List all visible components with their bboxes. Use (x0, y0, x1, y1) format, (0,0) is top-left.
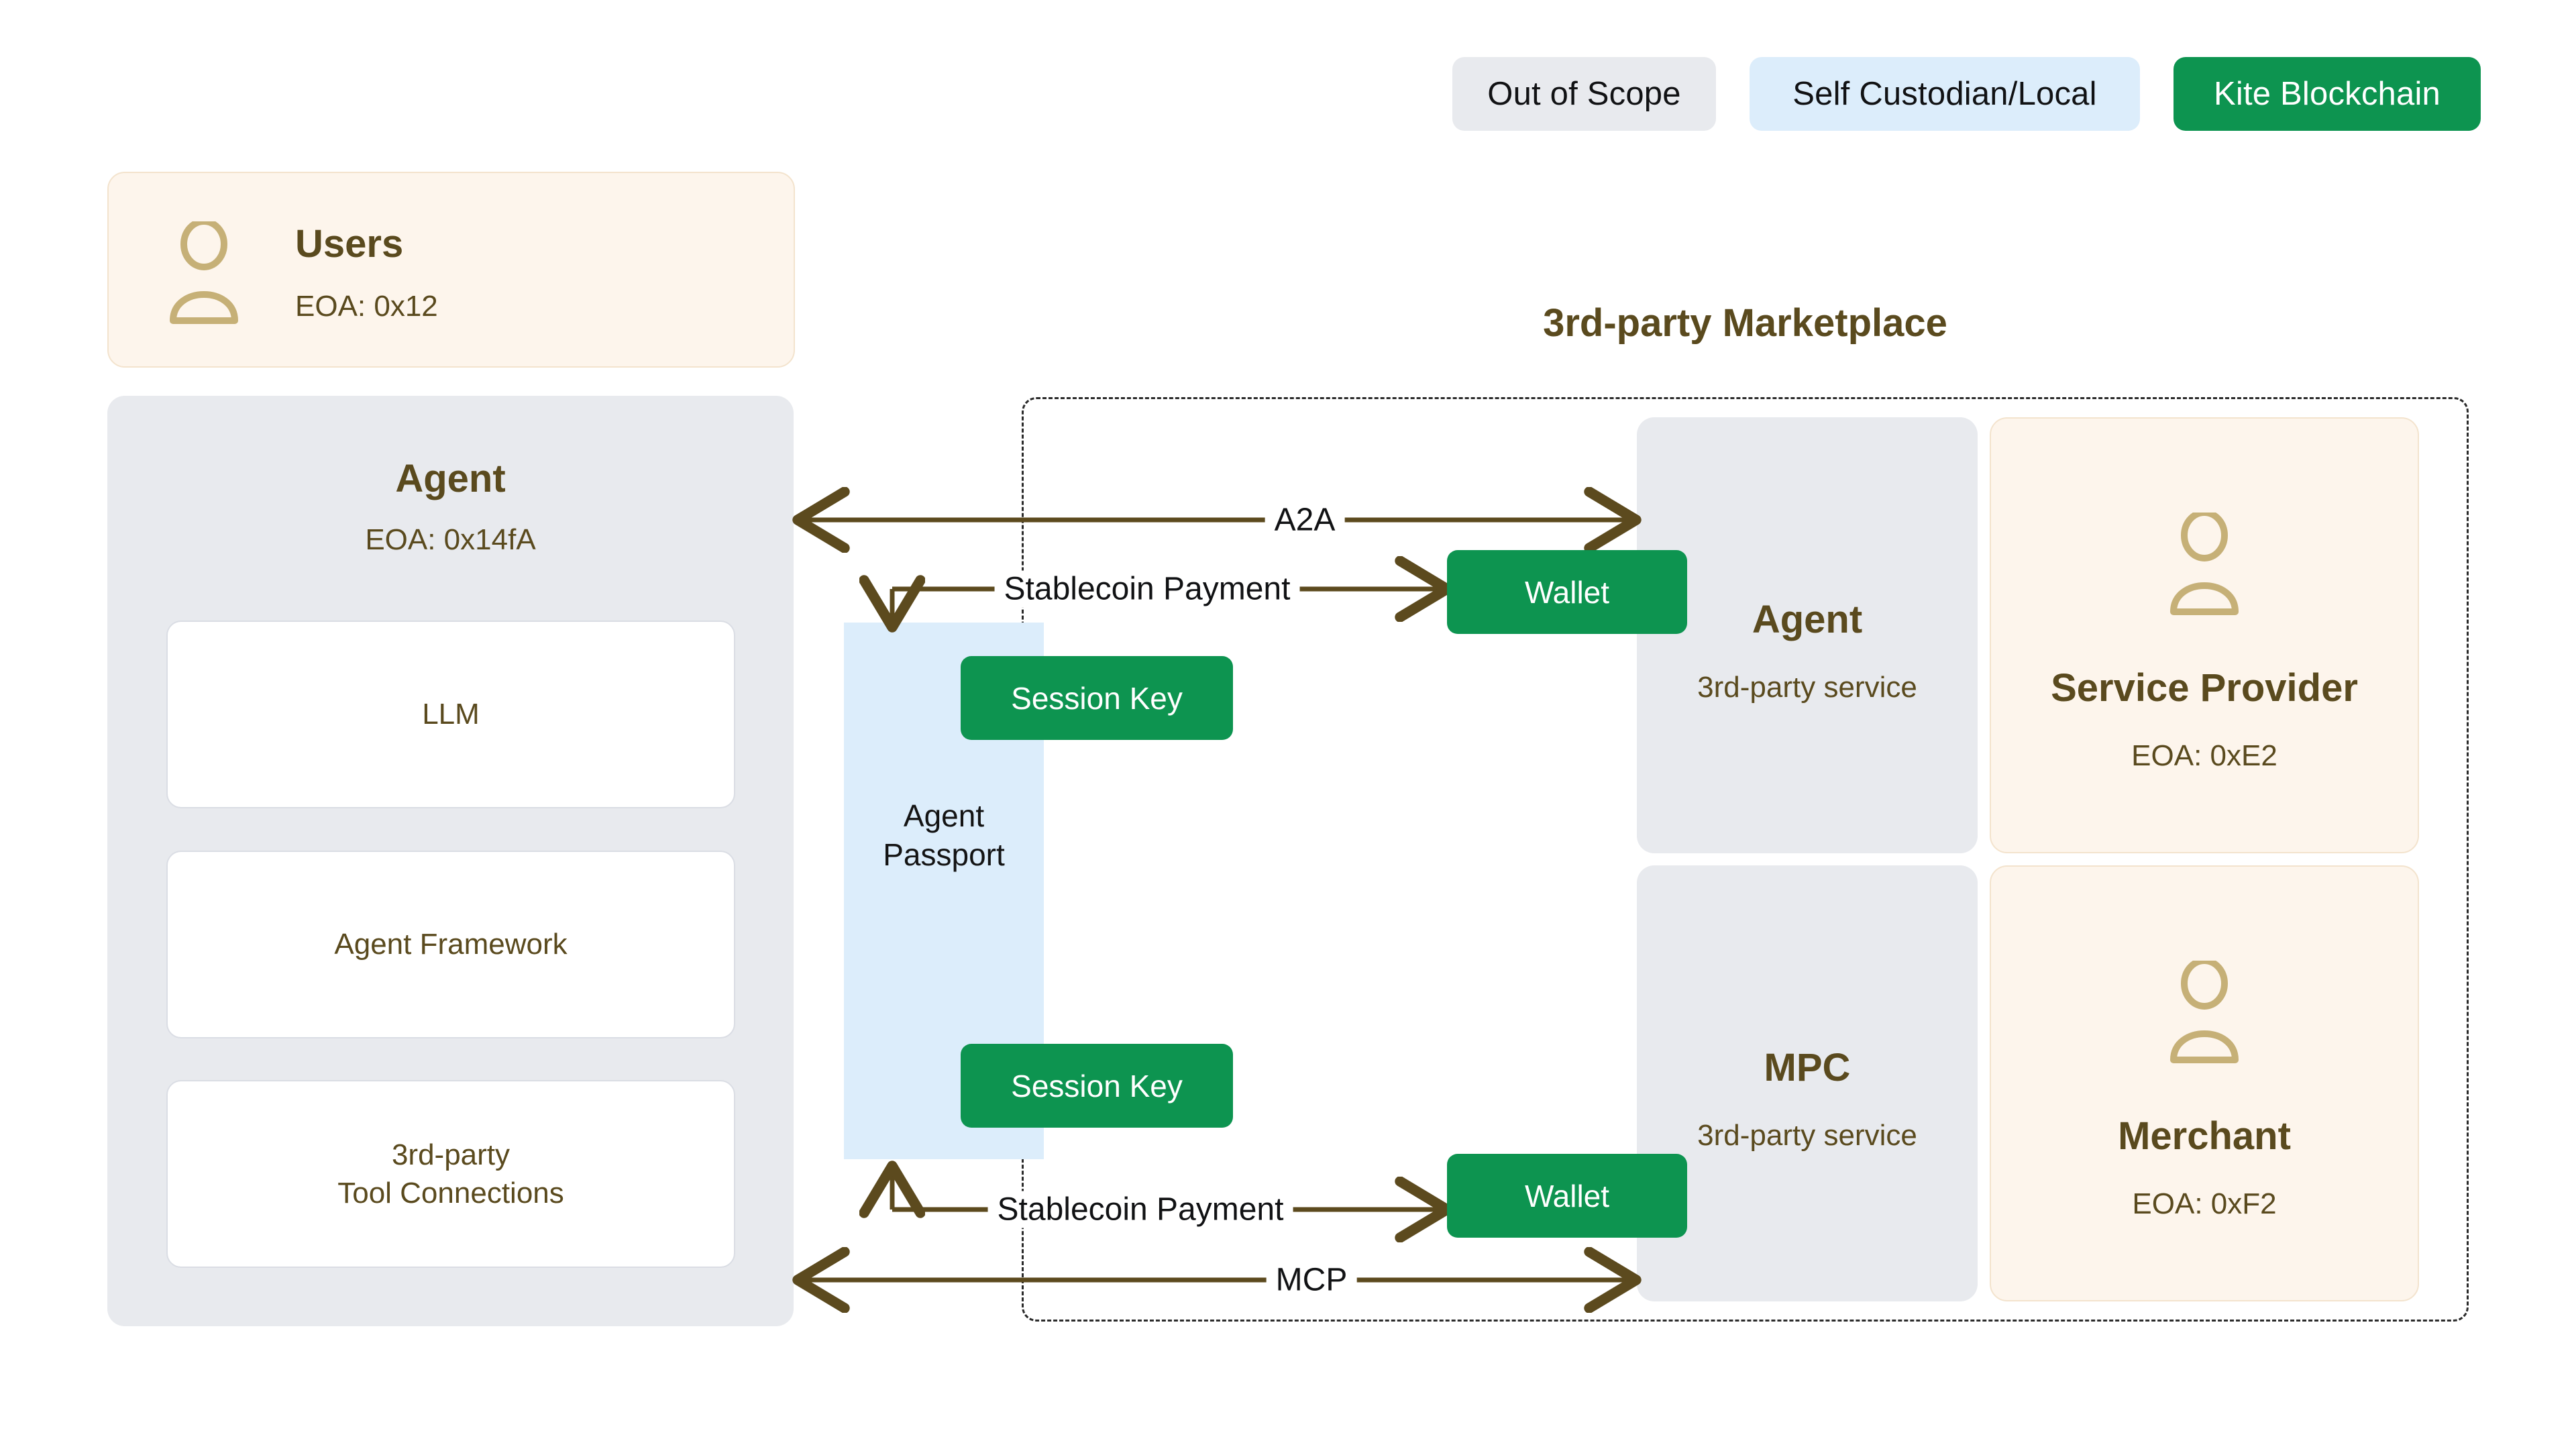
session-key-box-top[interactable]: Session Key (961, 656, 1233, 740)
marketplace-card-name: Merchant (2118, 1114, 2291, 1158)
person-icon (2170, 513, 2239, 615)
agent-panel-eoa: EOA: 0x14fA (365, 523, 536, 556)
person-icon (170, 221, 238, 324)
marketplace-card-sub: 3rd-party service (1697, 1119, 1917, 1152)
wallet-box-bottom[interactable]: Wallet (1447, 1154, 1687, 1238)
marketplace-title: 3rd-party Marketplace (1543, 301, 1947, 345)
legend-chip-kite-blockchain[interactable]: Kite Blockchain (2174, 57, 2481, 131)
marketplace-card-sub: EOA: 0xF2 (2132, 1187, 2277, 1220)
flow-label-stablecoin-payment-top: Stablecoin Payment (994, 570, 1300, 608)
marketplace-card-merchant[interactable]: Merchant EOA: 0xF2 (1990, 865, 2419, 1301)
marketplace-card-sub: EOA: 0xE2 (2131, 739, 2277, 772)
users-title: Users (295, 222, 404, 266)
person-icon (2170, 961, 2239, 1063)
legend-label: Out of Scope (1487, 76, 1681, 112)
legend-chip-self-custodian[interactable]: Self Custodian/Local (1750, 57, 2140, 131)
marketplace-card-mpc[interactable]: MPC 3rd-party service (1637, 865, 1978, 1301)
agent-panel-title: Agent (395, 457, 506, 500)
marketplace-card-name: Agent (1752, 598, 1863, 641)
flow-label-a2a: A2A (1265, 501, 1345, 539)
flow-label-mcp: MCP (1266, 1261, 1357, 1299)
flow-label-stablecoin-payment-bottom: Stablecoin Payment (987, 1191, 1293, 1228)
marketplace-card-agent[interactable]: Agent 3rd-party service (1637, 417, 1978, 853)
marketplace-card-sub: 3rd-party service (1697, 671, 1917, 704)
users-card[interactable]: Users EOA: 0x12 (107, 172, 795, 368)
legend-chip-out-of-scope[interactable]: Out of Scope (1452, 57, 1716, 131)
legend-label: Self Custodian/Local (1792, 76, 2097, 112)
users-eoa: EOA: 0x12 (295, 290, 438, 323)
legend-label: Kite Blockchain (2213, 76, 2440, 112)
wallet-label: Wallet (1524, 1178, 1610, 1214)
agent-component-label: Agent Framework (334, 928, 568, 961)
agent-panel[interactable]: Agent EOA: 0x14fA LLM Agent Framework 3r… (107, 396, 794, 1326)
marketplace-card-service-provider[interactable]: Service Provider EOA: 0xE2 (1990, 417, 2419, 853)
wallet-box-top[interactable]: Wallet (1447, 550, 1687, 634)
marketplace-card-name: MPC (1764, 1046, 1851, 1089)
session-key-label: Session Key (1011, 680, 1183, 716)
agent-component-llm[interactable]: LLM (166, 621, 735, 808)
agent-component-label: LLM (422, 698, 480, 731)
marketplace-card-name: Service Provider (2051, 666, 2358, 710)
session-key-box-bottom[interactable]: Session Key (961, 1044, 1233, 1128)
agent-component-framework[interactable]: Agent Framework (166, 851, 735, 1038)
session-key-label: Session Key (1011, 1068, 1183, 1104)
wallet-label: Wallet (1524, 574, 1610, 610)
